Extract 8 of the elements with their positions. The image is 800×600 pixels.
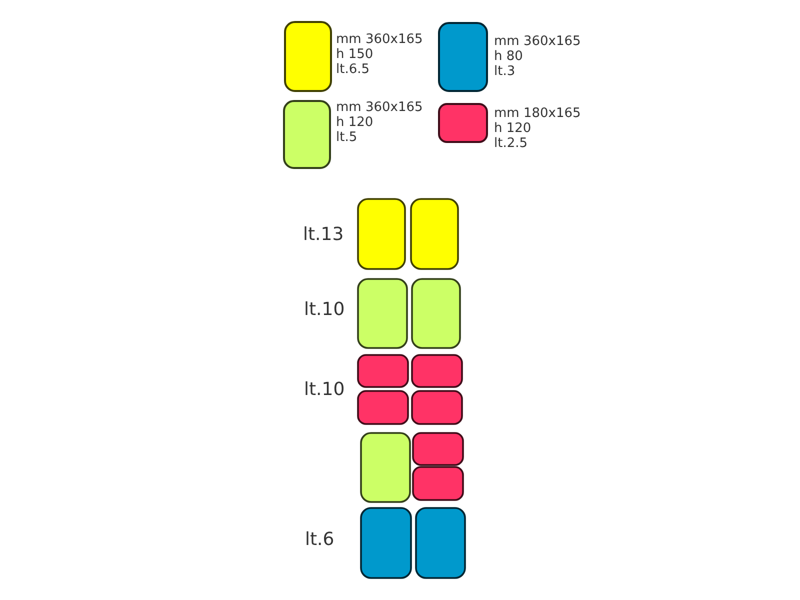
capacity-label: lt.10 — [304, 379, 345, 401]
legend-text: mm 360x165 h 80 lt.3 — [494, 34, 581, 79]
legend-text: mm 360x165 h 150 lt.6.5 — [336, 32, 423, 77]
legend-text: mm 360x165 h 120 lt.5 — [336, 100, 423, 145]
capacity-label: lt.6 — [305, 529, 334, 551]
capacity-label: lt.10 — [304, 299, 345, 321]
legend-text: mm 180x165 h 120 lt.2.5 — [494, 106, 581, 151]
capacity-label: lt.13 — [303, 224, 344, 246]
